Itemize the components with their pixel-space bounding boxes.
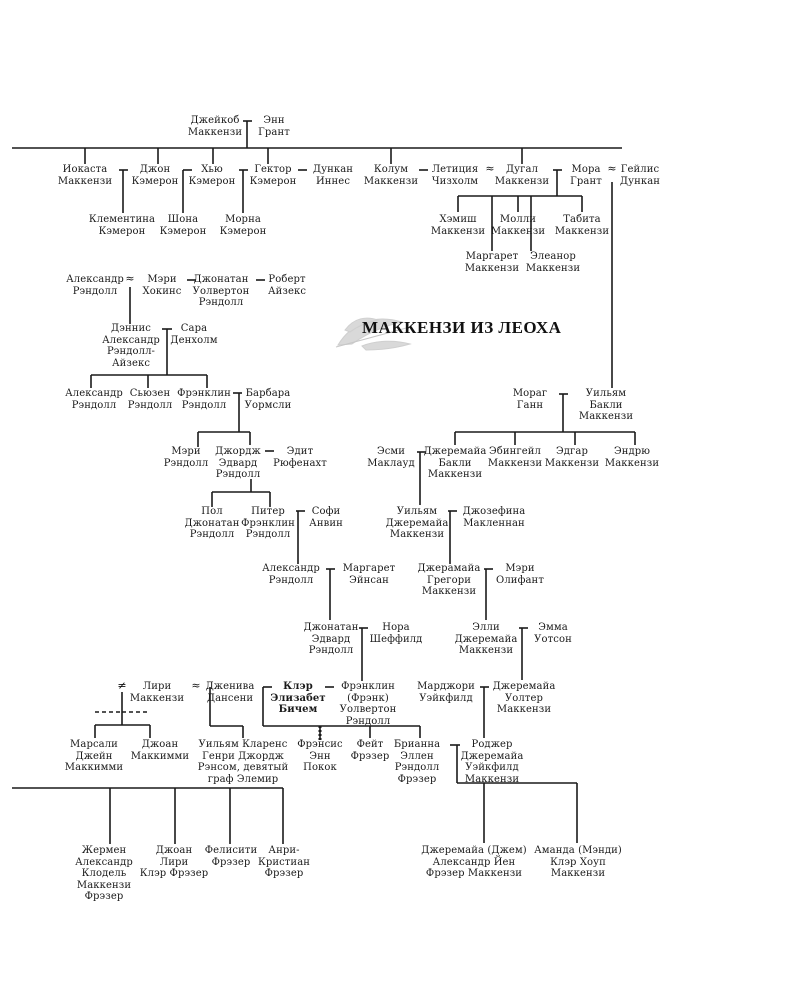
person-node: Аманда (Мэнди) Клэр Хоуп Маккензи — [534, 845, 622, 879]
person-node: Маргарет Маккензи — [464, 251, 520, 274]
person-node: Дженива Дансени — [205, 681, 255, 704]
person-node: Дункан Иннес — [312, 164, 354, 187]
person-node: Фрэнклин Рэндолл — [177, 388, 231, 411]
person-node: Марджори Уэйкфилд — [417, 681, 475, 704]
person-node: Морна Кэмерон — [219, 214, 267, 237]
person-node: Шона Кэмерон — [159, 214, 207, 237]
person-node: Барбара Уормсли — [244, 388, 292, 411]
person-node: Клементина Кэмерон — [88, 214, 156, 237]
person-node: Уильям Бакли Маккензи — [578, 388, 634, 422]
person-node: Молли Маккензи — [490, 214, 546, 237]
person-node: Мэри Хокинс — [142, 274, 182, 297]
person-node: Джеремайа Уолтер Маккензи — [492, 681, 556, 715]
person-node: Энн Грант — [258, 115, 290, 138]
person-node: Хью Кэмерон — [188, 164, 236, 187]
person-node: Джоан Лири Клэр Фрэзер — [139, 845, 209, 879]
person-node: Сара Денхолм — [170, 323, 218, 346]
person-node: Фрэнсис Энн Покок — [297, 739, 343, 773]
person-node: Роджер Джеремайа Уэйкфилд Маккензи — [460, 739, 524, 785]
approx-sign: ≈ — [191, 679, 201, 692]
person-node: Александр Рэндолл — [66, 274, 124, 297]
person-node: Софи Анвин — [309, 506, 343, 529]
person-node: Брианна Эллен Рэндолл Фрэзер — [393, 739, 441, 785]
person-node: Александр Рэндолл — [65, 388, 123, 411]
person-node: Нора Шеффилд — [369, 622, 423, 645]
person-node: Джеремайа Бакли Маккензи — [423, 446, 487, 480]
person-node: Хэмиш Маккензи — [430, 214, 486, 237]
person-node: Фрэнклин (Фрэнк) Уолвертон Рэндолл — [339, 681, 397, 727]
approx-sign: ≈ — [125, 272, 135, 285]
person-node: Гейлис Дункан — [619, 164, 661, 187]
person-node: Уильям Кларенс Генри Джордж Рэнсом, девя… — [197, 739, 289, 785]
person-node: Питер Фрэнклин Рэндолл — [241, 506, 295, 540]
person-node: Маргарет Эйнсан — [342, 563, 396, 586]
person-node: Фелисити Фрэзер — [204, 845, 258, 868]
not-equal-sign: ≠ — [117, 679, 127, 692]
person-node: Гектор Кэмерон — [249, 164, 297, 187]
person-node: Джоан Маккимми — [130, 739, 190, 762]
person-node: Элли Джеремайа Маккензи — [454, 622, 518, 656]
person-node: Уильям Джеремайа Маккензи — [385, 506, 449, 540]
person-node: Джеремайа (Джем) Александр Йен Фрэзер Ма… — [421, 845, 527, 879]
person-node: Табита Маккензи — [554, 214, 610, 237]
person-node: Элеанор Маккензи — [525, 251, 581, 274]
person-node: Мора Грант — [570, 164, 602, 187]
person-node: Роберт Айзекс — [267, 274, 307, 297]
person-node: Дэннис Александр Рэндолл- Айзекс — [102, 323, 160, 369]
person-node: Жермен Александр Клодель Маккензи Фрэзер — [75, 845, 133, 902]
person-node: Эдгар Маккензи — [544, 446, 600, 469]
person-node: Эбингейл Маккензи — [487, 446, 543, 469]
person-node: Мэри Олифант — [496, 563, 544, 586]
person-node: Фейт Фрэзер — [350, 739, 390, 762]
thistle-emblem-icon — [335, 317, 412, 351]
person-node: Джонатан Уолвертон Рэндолл — [192, 274, 250, 308]
person-node: Дугал Маккензи — [494, 164, 550, 187]
person-node: Джонатан Эдвард Рэндолл — [303, 622, 359, 656]
person-node-claire: Клэр Элизабет Бичем — [270, 681, 326, 715]
person-node: Эсми Маклауд — [367, 446, 415, 469]
person-node: Сьюзен Рэндолл — [127, 388, 173, 411]
person-node: Эдит Рюфенахт — [273, 446, 327, 469]
person-node: Лири Маккензи — [129, 681, 185, 704]
person-node: Иокаста Маккензи — [57, 164, 113, 187]
person-node: Эндрю Маккензи — [604, 446, 660, 469]
approx-sign: ≈ — [485, 162, 495, 175]
person-node: Джерамайа Грегори Маккензи — [417, 563, 481, 597]
person-node: Александр Рэндолл — [262, 563, 320, 586]
person-node: Джейкоб Маккензи — [187, 115, 243, 138]
person-node: Пол Джонатан Рэндолл — [184, 506, 240, 540]
chart-title: МАККЕНЗИ ИЗ ЛЕОХА — [362, 318, 562, 337]
person-node: Колум Маккензи — [363, 164, 419, 187]
person-node: Джордж Эдвард Рэндолл — [215, 446, 261, 480]
person-node: Анри- Кристиан Фрэзер — [257, 845, 311, 879]
person-node: Джозефина Макленнан — [462, 506, 526, 529]
person-node: Марсали Джейн Маккимми — [64, 739, 124, 773]
person-node: Джон Кэмерон — [131, 164, 179, 187]
approx-sign: ≈ — [607, 162, 617, 175]
person-node: Летиция Чизхолм — [431, 164, 479, 187]
person-node: Мэри Рэндолл — [163, 446, 209, 469]
person-node: Эмма Уотсон — [534, 622, 572, 645]
person-node: Мораг Ганн — [512, 388, 548, 411]
